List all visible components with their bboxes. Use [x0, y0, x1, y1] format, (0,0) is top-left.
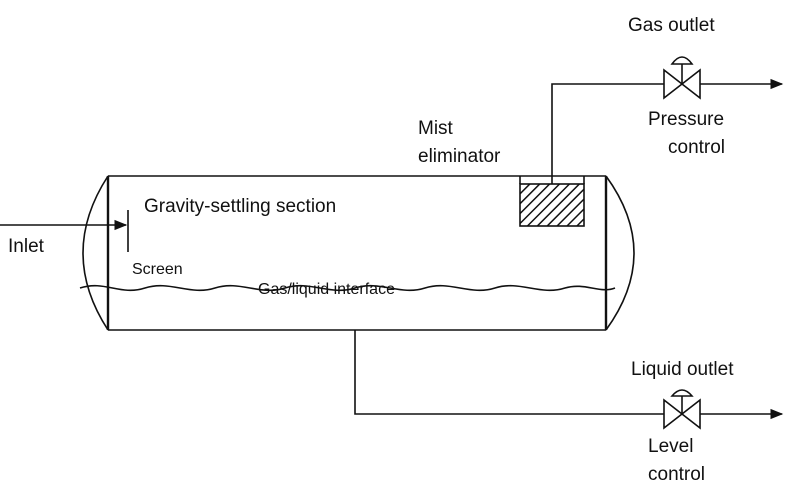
gas-liquid-interface-line: [79, 284, 616, 292]
level-control-label-1: Level: [648, 436, 693, 457]
control-valve-icon: [663, 389, 701, 430]
mist-eliminator-label-2: eliminator: [418, 146, 501, 167]
liquid-outlet-label: Liquid outlet: [631, 359, 734, 380]
control-valve-icon: [663, 56, 701, 100]
interface-label: Gas/liquid interface: [258, 281, 395, 298]
gravity-section-label: Gravity-settling section: [144, 196, 336, 217]
gas-outlet-label: Gas outlet: [628, 15, 715, 36]
pressure-control-label-2: control: [668, 137, 725, 158]
separator-vessel: [82, 175, 635, 331]
screen-label: Screen: [132, 261, 183, 278]
liquid-outlet-pipe: [354, 330, 664, 415]
mist-eliminator-pad: [519, 183, 585, 227]
gas-outlet-pipe: [551, 83, 664, 184]
pressure-control-label-1: Pressure: [648, 109, 724, 130]
inlet-label: Inlet: [8, 236, 45, 257]
mist-eliminator-label-1: Mist: [418, 118, 454, 139]
level-control-label-2: control: [648, 464, 705, 485]
